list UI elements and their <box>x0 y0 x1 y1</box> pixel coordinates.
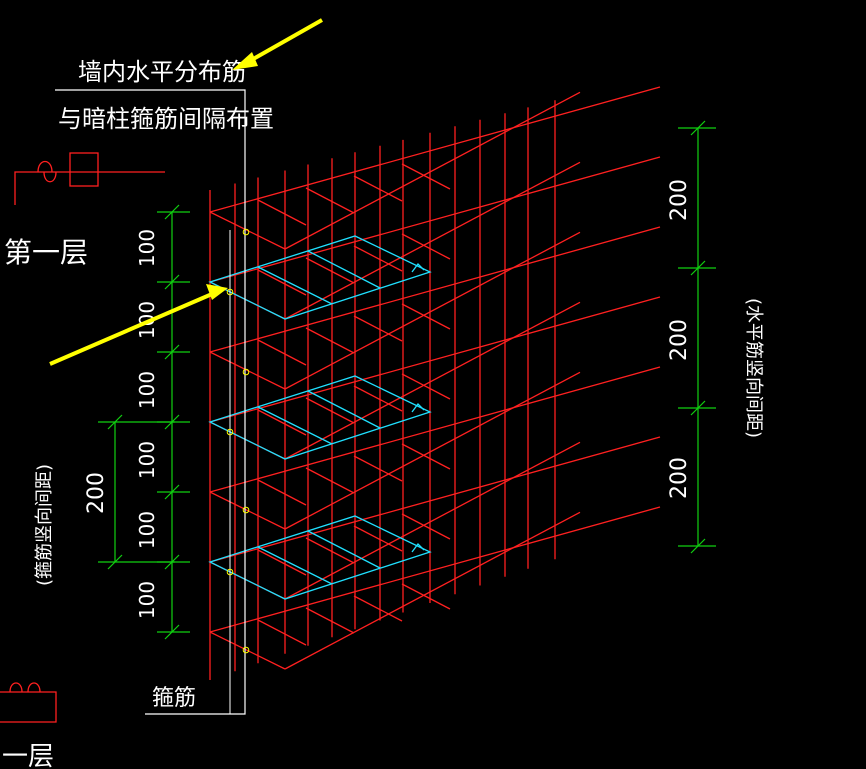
stirrup-label: 箍筋 <box>152 686 196 711</box>
rebar-diagonal-5-2 <box>305 467 355 494</box>
rebar-diagonal-4-2 <box>305 397 355 424</box>
rebar-grid <box>209 86 661 680</box>
rebar-diagonal-6-1 <box>257 549 307 576</box>
stirrup-leg-b-2 <box>307 390 381 429</box>
rebar-diagonal-1-4 <box>401 163 451 190</box>
rebar-diagonal-1-1 <box>257 199 307 226</box>
left-dim-5: 100 <box>135 511 159 549</box>
bar-point-4 <box>226 428 234 436</box>
stirrup-hook-1 <box>411 263 425 273</box>
left-dimension-labels: 100 100 100 100 100 100 200 (箍筋竖向间距) <box>34 229 159 619</box>
rebar-horizontal-back-5 <box>284 371 581 530</box>
stirrup-hook-3 <box>411 543 425 553</box>
left-dimension-chain <box>98 204 190 640</box>
right-dim-slash-1 <box>690 120 706 136</box>
left-dim-slash-1 <box>164 204 180 220</box>
stirrup-outline-2 <box>208 375 432 460</box>
floor-label-top: 第一层 <box>4 236 88 269</box>
arrow-to-title <box>232 18 323 70</box>
rebar-diagonal-5-3 <box>353 455 403 482</box>
rebar-diagonal-6-3 <box>353 525 403 552</box>
title-line-1: 墙内水平分布筋 <box>78 58 246 86</box>
column-symbol-top <box>14 152 165 205</box>
rebar-horizontal-back-1 <box>284 91 581 250</box>
rebar-horizontal-back-7 <box>284 511 581 670</box>
rebar-diagonal-1-2 <box>305 187 355 214</box>
bar-point-5 <box>242 506 250 514</box>
rebar-horizontal-back-2 <box>284 161 581 320</box>
bar-point-6 <box>226 568 234 576</box>
left-group-dim: 200 <box>84 472 109 514</box>
rebar-horizontal-back-6 <box>284 441 581 600</box>
stirrup-leg-b-1 <box>307 250 381 289</box>
rebar-diagonal-2-1 <box>257 269 307 296</box>
right-dim-slash-3 <box>690 400 706 416</box>
stirrup-leg-a-1 <box>257 266 333 305</box>
left-dim-slash-3 <box>164 344 180 360</box>
bar-point-3 <box>242 368 250 376</box>
rebar-diagonal-7-1 <box>257 619 307 646</box>
right-dim-1: 200 <box>667 179 692 221</box>
rebar-diagonal-2-2 <box>305 257 355 284</box>
right-dim-slash-4 <box>690 538 706 554</box>
right-dimension-labels: 200 200 200 (水平筋竖向间距) <box>667 179 764 499</box>
right-dim-slash-2 <box>690 260 706 276</box>
rebar-diagonal-3-1 <box>257 339 307 366</box>
stirrup-leg-a-3 <box>257 546 333 585</box>
right-dim-3: 200 <box>667 457 692 499</box>
stirrup-hook-2 <box>411 403 425 413</box>
rebar-diagonal-2-4 <box>401 233 451 260</box>
rebar-tie-left-3 <box>209 351 286 390</box>
arrow-to-stirrup <box>49 284 228 366</box>
left-dim-3: 100 <box>135 371 159 409</box>
left-dim-slash-5 <box>164 484 180 500</box>
stirrup-outline-1 <box>208 235 432 320</box>
right-dimension-chain <box>678 120 716 554</box>
rebar-diagonal-6-4 <box>401 513 451 540</box>
rebar-diagonal-6-2 <box>305 537 355 564</box>
stirrups <box>208 235 432 600</box>
bar-point-1 <box>242 228 250 236</box>
left-dim-slash-2 <box>164 274 180 290</box>
floor-label-bottom: 一层 <box>2 742 54 769</box>
rebar-horizontal-1 <box>209 86 661 213</box>
rebar-diagonal-4-3 <box>353 385 403 412</box>
rebar-tie-left-7 <box>209 631 286 670</box>
rebar-diagonal-4-1 <box>257 409 307 436</box>
rebar-diagonal-3-3 <box>353 315 403 342</box>
stirrup-spacing-label: (箍筋竖向间距) <box>34 464 55 586</box>
right-dim-2: 200 <box>667 319 692 361</box>
rebar-diagonal-7-2 <box>305 607 355 634</box>
rebar-diagonal-2-3 <box>353 245 403 272</box>
left-dim-slash-7 <box>164 624 180 640</box>
rebar-diagonal-3-2 <box>305 327 355 354</box>
rebar-diagonal-7-4 <box>401 583 451 610</box>
rebar-diagonal-3-4 <box>401 303 451 330</box>
left-dim-1: 100 <box>135 229 159 267</box>
bar-point-7 <box>242 646 250 654</box>
rebar-horizontal-2 <box>209 156 661 283</box>
rebar-tie-left-5 <box>209 491 286 530</box>
left-dim-6: 100 <box>135 581 159 619</box>
rebar-diagonal-5-1 <box>257 479 307 506</box>
stirrup-outline-3 <box>208 515 432 600</box>
bar-points <box>226 228 250 654</box>
column-symbol-bottom <box>0 682 57 723</box>
rebar-horizontal-back-3 <box>284 231 581 390</box>
rebar-diagonal-5-4 <box>401 443 451 470</box>
bar-point-2 <box>226 288 234 296</box>
stirrup-leg-b-3 <box>307 530 381 569</box>
rebar-diagonal-1-3 <box>353 175 403 202</box>
left-group-slash-bottom <box>107 554 123 570</box>
rebar-tie-left-1 <box>209 211 286 250</box>
rebar-horizontal-back-4 <box>284 301 581 460</box>
rebar-diagonal-7-3 <box>353 595 403 622</box>
title-line-2: 与暗柱箍筋间隔布置 <box>58 105 274 133</box>
stirrup-leg-a-2 <box>257 406 333 445</box>
left-group-slash-top <box>107 414 123 430</box>
horizontal-spacing-label: (水平筋竖向间距) <box>743 298 764 438</box>
left-dim-4: 100 <box>135 441 159 479</box>
rebar-diagonal-4-4 <box>401 373 451 400</box>
